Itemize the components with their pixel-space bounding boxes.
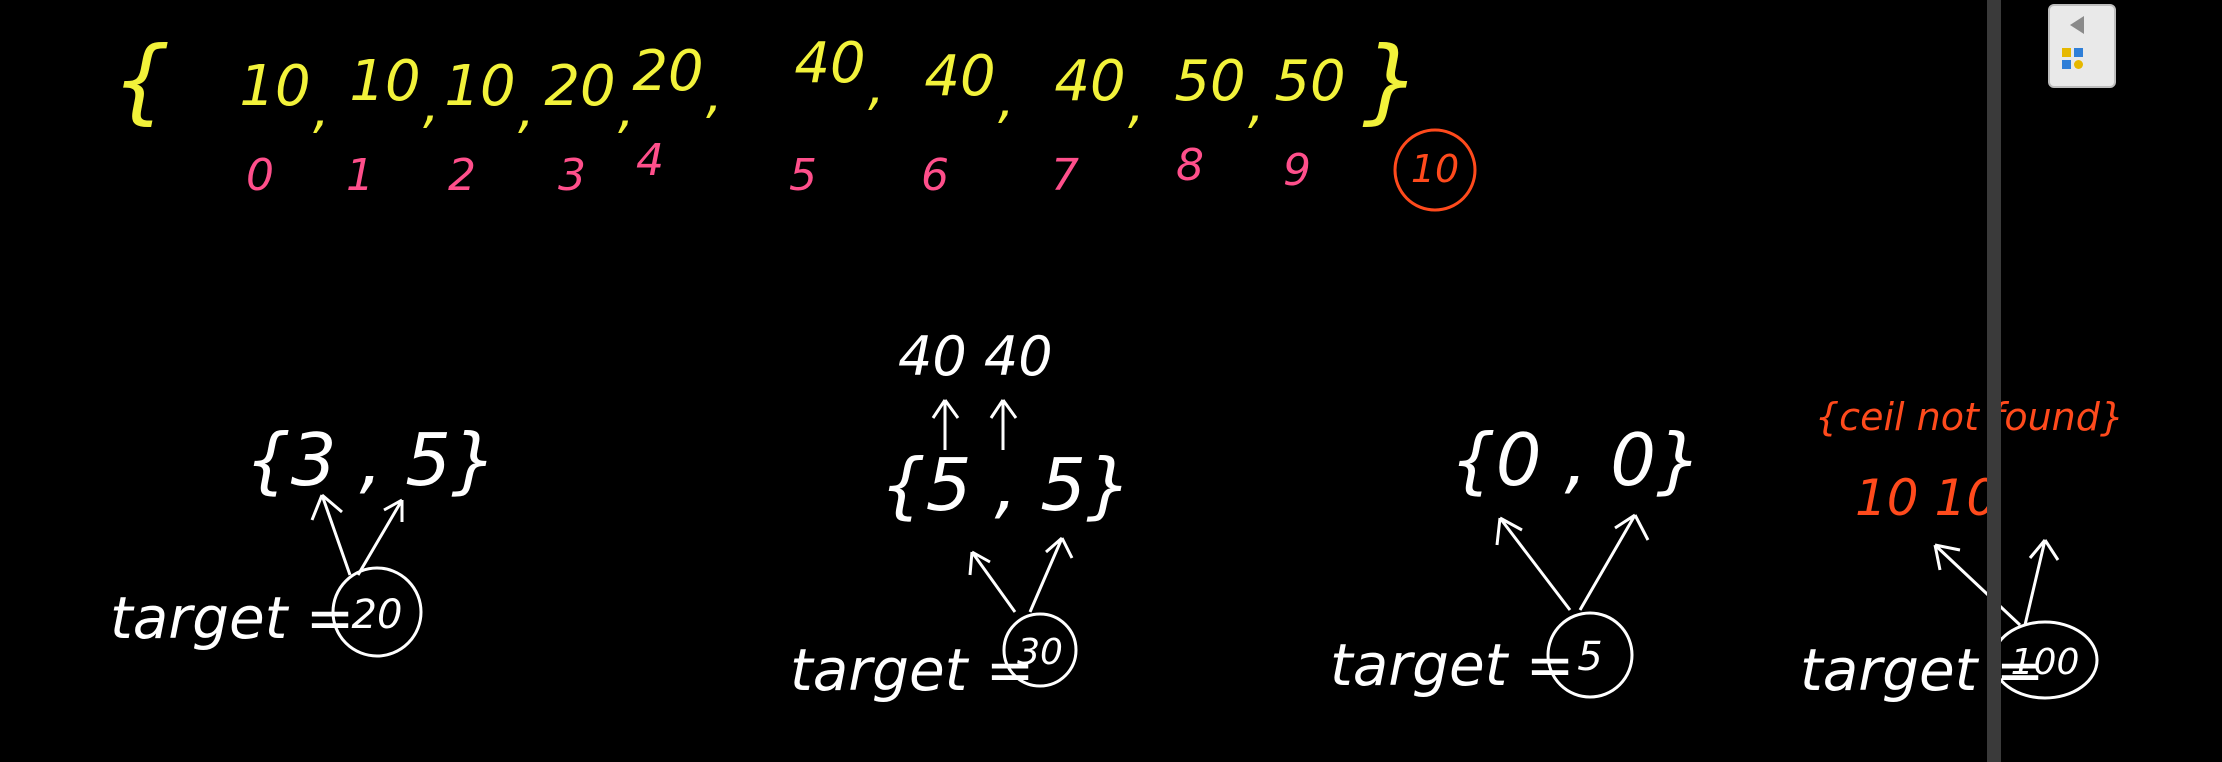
example-2-target-label: target =: [790, 636, 1034, 704]
array-index-4: 4: [636, 135, 664, 186]
example-4-note: {ceil not found}: [1815, 395, 2124, 439]
array-comma: ,: [868, 57, 885, 117]
array-value-1: 10: [349, 49, 420, 114]
example-2-result-values: 40 40: [898, 325, 1053, 388]
example-3-target-circle: [1546, 611, 1634, 699]
array-close-brace: }: [1362, 27, 1421, 134]
array-comma: ,: [1248, 75, 1265, 135]
array-comma: ,: [706, 65, 723, 125]
array-index-7: 7: [1051, 150, 1079, 201]
array-value-8: 50: [1174, 49, 1245, 114]
array-index-9: 9: [1283, 145, 1311, 196]
tool-square-icon: [2062, 48, 2071, 57]
example-3-result: {0 , 0}: [1450, 418, 1702, 502]
example-1-result: {3 , 5}: [245, 418, 497, 502]
example-2-target-circle: [1002, 612, 1078, 688]
example-3-target-value: 5: [1577, 634, 1602, 680]
example-2: 40 40 {5 , 5} target = 30: [790, 325, 1132, 704]
array-value-3: 20: [544, 54, 615, 119]
array-index-8: 8: [1176, 140, 1204, 191]
tool-palette-button[interactable]: [2048, 4, 2116, 88]
tool-triangle-icon: [2074, 48, 2083, 57]
array-comma: ,: [998, 70, 1015, 130]
array-value-6: 40: [924, 44, 995, 109]
array-comma: ,: [618, 80, 635, 140]
array-value-7: 40: [1054, 49, 1125, 114]
array-index-0: 0: [246, 150, 274, 201]
array-value-9: 50: [1274, 49, 1345, 114]
array-index-6: 6: [921, 150, 949, 201]
array-value-5: 40: [794, 31, 865, 96]
example-3-target-label: target =: [1330, 631, 1574, 699]
array-index-5: 5: [789, 150, 817, 201]
example-2-target-value: 30: [1017, 632, 1063, 673]
tool-star-icon: [2074, 60, 2083, 69]
example-1-target-circle: [331, 566, 423, 658]
array-index-3: 3: [558, 150, 586, 201]
example-1-target-value: 20: [352, 592, 403, 638]
array-comma: ,: [1128, 75, 1145, 135]
array-value-4: 20: [632, 39, 703, 104]
example-4-target-label: target =: [1800, 636, 2044, 704]
example-2-result: {5 , 5}: [880, 443, 1132, 527]
array-value-0: 10: [239, 54, 310, 119]
example-1: {3 , 5} target = 20: [110, 418, 497, 658]
end-index-circle: [1393, 128, 1477, 212]
array-open-brace: {: [112, 27, 171, 134]
example-3: {0 , 0} target = 5: [1330, 418, 1702, 699]
array-index-1: 1: [346, 150, 374, 201]
array-comma: ,: [423, 75, 440, 135]
array-comma: ,: [313, 80, 330, 140]
example-4-target-value: 100: [2011, 642, 2080, 683]
example-4: {ceil not found} 10 10 target = 100: [1800, 395, 2124, 704]
array-comma: ,: [518, 80, 535, 140]
scrollbar-divider: [1987, 0, 2001, 762]
collapse-arrow-icon[interactable]: [2070, 16, 2084, 34]
array-index-2: 2: [448, 150, 476, 201]
end-index-label: 10: [1411, 147, 1459, 191]
example-4-result: 10 10: [1855, 469, 1998, 527]
tool-arrow-icon: [2062, 60, 2071, 69]
example-1-target-label: target =: [110, 584, 354, 652]
array-values: 10,10,10,20,20,40,40,40,50,50: [239, 31, 1345, 140]
array-value-2: 10: [444, 54, 515, 119]
